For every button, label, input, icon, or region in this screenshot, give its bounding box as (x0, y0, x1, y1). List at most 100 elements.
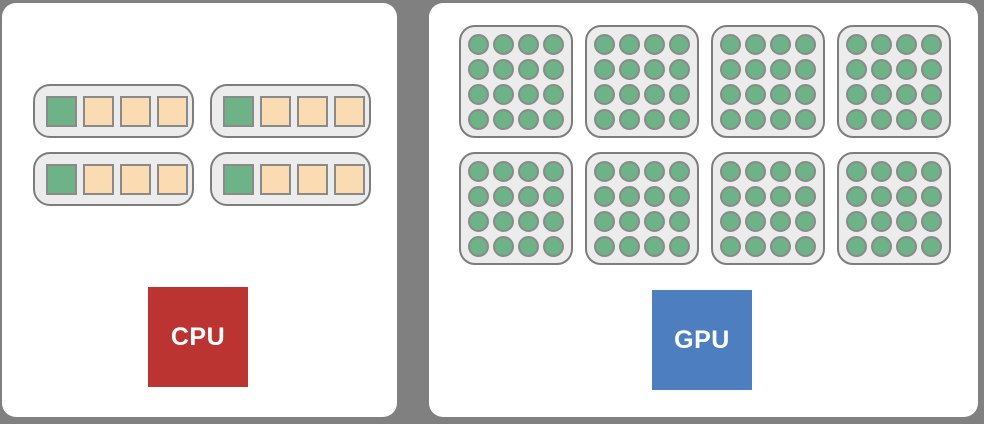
gpu-core-circle (846, 210, 867, 232)
gpu-core-circle (518, 185, 539, 207)
gpu-core-circle (871, 108, 892, 130)
gpu-core-circle (594, 185, 615, 207)
gpu-core-circle (644, 108, 665, 130)
gpu-core-circle (543, 235, 564, 257)
gpu-core-circle (745, 58, 766, 80)
gpu-core-circle (896, 33, 917, 55)
gpu-core-circle (795, 58, 816, 80)
cpu-core-idle-cell (334, 95, 365, 127)
gpu-core-circle (745, 160, 766, 182)
gpu-core-circle (468, 185, 489, 207)
gpu-core-circle (543, 83, 564, 105)
cpu-core (210, 84, 371, 138)
cpu-panel: CPU (2, 3, 397, 417)
cpu-core-idle-cell (83, 95, 114, 127)
gpu-core-circle (896, 58, 917, 80)
gpu-core-circle (846, 108, 867, 130)
cpu-cores-grid (33, 84, 371, 206)
gpu-core-circle (669, 160, 690, 182)
gpu-core-circle (619, 83, 640, 105)
cpu-core-idle-cell (157, 163, 188, 195)
gpu-sm-block (837, 25, 951, 138)
gpu-core-circle (493, 83, 514, 105)
gpu-core-circle (543, 108, 564, 130)
gpu-core-circle (669, 33, 690, 55)
cpu-core-idle-cell (260, 163, 291, 195)
gpu-core-circle (518, 58, 539, 80)
gpu-core-circle (745, 83, 766, 105)
gpu-core-circle (518, 83, 539, 105)
gpu-core-circle (468, 108, 489, 130)
gpu-panel: GPU (429, 3, 978, 417)
gpu-core-circle (770, 83, 791, 105)
gpu-sm-block (711, 25, 825, 138)
cpu-core-idle-cell (297, 163, 328, 195)
gpu-core-circle (795, 108, 816, 130)
gpu-core-circle (644, 83, 665, 105)
gpu-core-circle (468, 58, 489, 80)
gpu-core-circle (896, 83, 917, 105)
gpu-core-circle (745, 210, 766, 232)
gpu-core-circle (896, 185, 917, 207)
gpu-core-circle (745, 33, 766, 55)
gpu-core-circle (468, 235, 489, 257)
gpu-core-circle (795, 160, 816, 182)
gpu-core-circle (594, 235, 615, 257)
gpu-core-circle (846, 58, 867, 80)
gpu-core-circle (770, 108, 791, 130)
cpu-core-idle-cell (157, 95, 188, 127)
gpu-core-circle (871, 58, 892, 80)
gpu-core-circle (921, 108, 942, 130)
gpu-core-circle (896, 160, 917, 182)
gpu-core-circle (543, 33, 564, 55)
gpu-core-circle (518, 160, 539, 182)
gpu-core-circle (871, 235, 892, 257)
gpu-core-circle (644, 185, 665, 207)
cpu-core-idle-cell (83, 163, 114, 195)
gpu-core-circle (921, 160, 942, 182)
gpu-core-circle (493, 185, 514, 207)
gpu-sm-block (585, 25, 699, 138)
gpu-core-circle (644, 58, 665, 80)
cpu-chip-label: CPU (170, 322, 226, 351)
gpu-core-circle (846, 160, 867, 182)
gpu-core-circle (745, 185, 766, 207)
gpu-core-circle (846, 83, 867, 105)
gpu-core-circle (493, 235, 514, 257)
gpu-core-circle (669, 83, 690, 105)
cpu-core-idle-cell (334, 163, 365, 195)
gpu-core-circle (644, 235, 665, 257)
gpu-core-circle (871, 33, 892, 55)
gpu-core-circle (493, 58, 514, 80)
gpu-core-circle (846, 33, 867, 55)
gpu-core-circle (644, 210, 665, 232)
gpu-core-circle (770, 235, 791, 257)
gpu-core-circle (770, 185, 791, 207)
gpu-sm-block (711, 152, 825, 265)
cpu-core-active-cell (46, 95, 77, 127)
gpu-core-circle (720, 58, 741, 80)
gpu-core-circle (846, 235, 867, 257)
gpu-sm-block (585, 152, 699, 265)
gpu-core-circle (594, 108, 615, 130)
cpu-chip-box: CPU (148, 287, 248, 387)
gpu-core-circle (669, 58, 690, 80)
cpu-core-idle-cell (297, 95, 328, 127)
gpu-core-circle (468, 83, 489, 105)
gpu-core-circle (770, 33, 791, 55)
gpu-core-circle (493, 108, 514, 130)
gpu-core-circle (518, 33, 539, 55)
gpu-core-circle (468, 210, 489, 232)
gpu-core-circle (468, 33, 489, 55)
gpu-core-circle (669, 210, 690, 232)
gpu-sm-block (459, 152, 573, 265)
cpu-core (210, 152, 371, 206)
gpu-core-circle (795, 33, 816, 55)
gpu-core-circle (871, 210, 892, 232)
gpu-core-circle (720, 235, 741, 257)
gpu-core-circle (720, 108, 741, 130)
gpu-core-circle (795, 210, 816, 232)
cpu-core-active-cell (223, 95, 254, 127)
gpu-core-circle (720, 210, 741, 232)
cpu-core-idle-cell (120, 163, 151, 195)
